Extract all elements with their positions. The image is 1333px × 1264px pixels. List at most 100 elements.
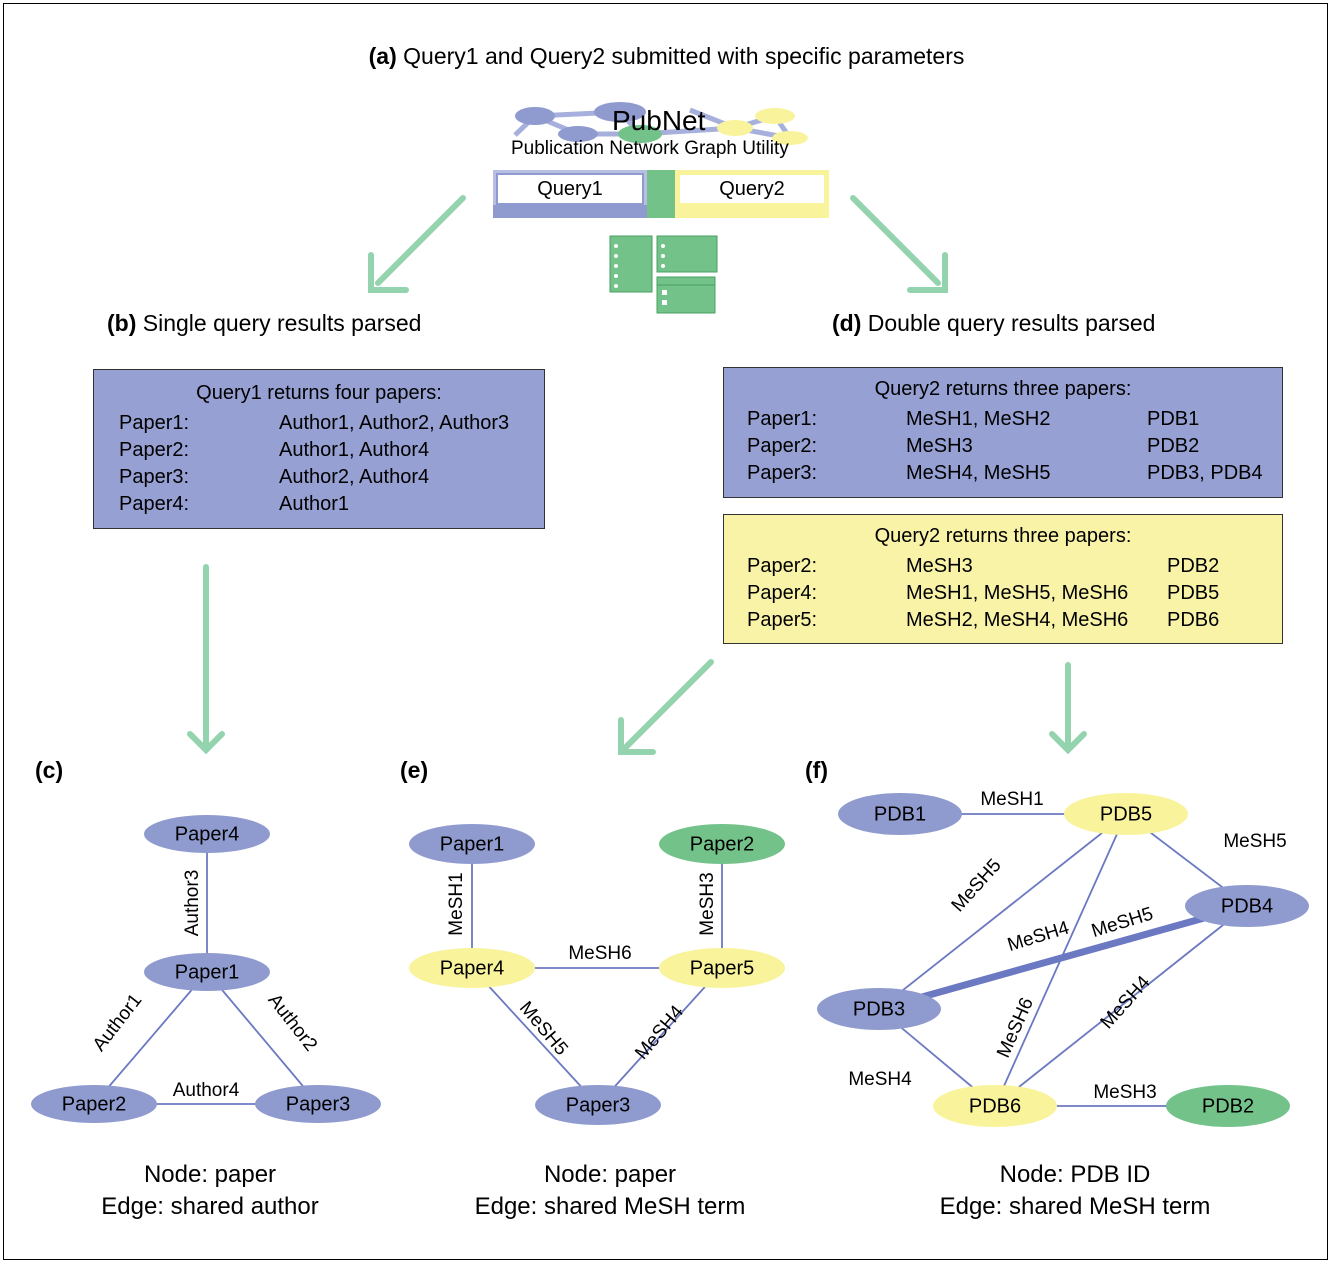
- results-row-pdb: PDB6: [1167, 609, 1220, 631]
- node-label: PDB3: [853, 998, 905, 1020]
- edge-label: MeSH4: [848, 1069, 912, 1090]
- results-row-paper: Paper4:: [119, 493, 190, 515]
- edge-label: MeSH5: [948, 855, 1006, 916]
- query2-results-box-1: Query2 returns three papers: Paper1: MeS…: [723, 367, 1283, 498]
- graph-node: [1166, 1085, 1290, 1127]
- query1-label: Query1: [537, 178, 603, 200]
- panel-f-letter: (f): [805, 757, 828, 783]
- panel-b-heading: (b) Single query results parsed: [107, 310, 421, 336]
- results-row-mesh: MeSH1, MeSH2: [906, 408, 1051, 430]
- edge-label: MeSH5: [515, 998, 572, 1060]
- pubnet-logo-subtitle: Publication Network Graph Utility: [511, 138, 789, 159]
- panel-c-caption-node: Node: paper: [143, 1161, 277, 1188]
- panel-a-letter: (a): [368, 43, 397, 69]
- query2-results-box-2: Query2 returns three papers: Paper2: MeS…: [723, 514, 1283, 644]
- arrow-d-to-f: [1049, 662, 1087, 755]
- panel-e-caption-node: Node: paper: [543, 1161, 677, 1188]
- node-label: Paper1: [175, 961, 240, 983]
- arrow-a-to-d: [850, 195, 948, 293]
- graph-node: [255, 1085, 381, 1123]
- edge-label: MeSH3: [1093, 1082, 1156, 1103]
- results-row-paper: Paper3:: [747, 462, 818, 484]
- graph-edge: [597, 967, 723, 1106]
- results-row-paper: Paper5:: [747, 609, 818, 631]
- query1-results-box: Query1 returns four papers: Paper1: Auth…: [93, 369, 545, 529]
- panel-c-caption-edge: Edge: shared author: [101, 1193, 319, 1220]
- results-row-mesh: MeSH3: [906, 555, 973, 577]
- graph-node: [1185, 885, 1309, 927]
- query2-label: Query2: [719, 178, 785, 200]
- query2-results-title: Query2 returns three papers:: [874, 378, 1132, 400]
- results-row-pdb: PDB5: [1167, 582, 1220, 604]
- panel-b-letter: (b): [107, 310, 137, 336]
- edge-label: MeSH3: [697, 872, 718, 935]
- node-label: PDB2: [1202, 1095, 1254, 1117]
- node-label: PDB6: [969, 1095, 1021, 1117]
- node-label: Paper4: [175, 823, 240, 845]
- graph-node: [409, 948, 535, 988]
- node-label: Paper2: [62, 1093, 127, 1115]
- edge-label: MeSH6: [568, 943, 631, 964]
- query2-results-title: Query2 returns three papers:: [874, 525, 1132, 547]
- edge-label: MeSH4: [631, 1001, 688, 1063]
- node-label: PDB1: [874, 803, 926, 825]
- results-row-paper: Paper1:: [747, 408, 818, 430]
- panel-f-caption-node: Node: PDB ID: [999, 1161, 1151, 1188]
- node-label: PDB4: [1221, 895, 1273, 917]
- results-row-authors: Author1, Author4: [279, 439, 430, 461]
- graph-edge: [994, 905, 1248, 1107]
- results-row-paper: Paper4:: [747, 582, 818, 604]
- graph-edge: [93, 971, 208, 1105]
- results-row-mesh: MeSH4, MeSH5: [906, 462, 1051, 484]
- results-row-authors: Author2, Author4: [279, 466, 430, 488]
- panel-c-letter: (c): [35, 757, 64, 783]
- panel-d-heading: (d) Double query results parsed: [832, 310, 1155, 336]
- pubnet-logo-title: PubNet: [612, 105, 706, 136]
- graph-node: [144, 815, 270, 853]
- node-label: Paper3: [286, 1093, 351, 1115]
- node-label: PDB5: [1100, 803, 1152, 825]
- results-row-paper: Paper3:: [119, 466, 190, 488]
- edge-label: MeSH5: [1223, 831, 1286, 852]
- panel-a-heading: (a) Query1 and Query2 submitted with spe…: [0, 43, 1333, 69]
- graph-node: [838, 793, 962, 835]
- graph-node: [535, 1085, 661, 1125]
- panel-f-caption-edge: Edge: shared MeSH term: [939, 1193, 1211, 1220]
- results-row-authors: Author1, Author2, Author3: [279, 412, 510, 434]
- edge-label: MeSH1: [446, 872, 467, 935]
- edge-label: MeSH6: [993, 995, 1038, 1061]
- panel-d-title: Double query results parsed: [867, 310, 1156, 336]
- graph-node: [144, 953, 270, 991]
- graph-node: [659, 948, 785, 988]
- graph-edge: [471, 967, 599, 1106]
- figure-frame: [3, 3, 1328, 1260]
- edge-label: Author4: [173, 1080, 240, 1101]
- graph-node: [817, 988, 941, 1030]
- edge-label: Author3: [182, 870, 203, 937]
- edge-label: Author1: [89, 990, 147, 1055]
- query1-results-title: Query1 returns four papers:: [196, 382, 442, 404]
- flow-arrows: [187, 195, 1087, 755]
- graph-edge: [878, 813, 1127, 1010]
- results-row-mesh: MeSH1, MeSH5, MeSH6: [906, 582, 1129, 604]
- node-label: Paper2: [690, 833, 755, 855]
- results-row-authors: Author1: [279, 493, 350, 515]
- results-row-pdb: PDB3, PDB4: [1147, 462, 1263, 484]
- results-row-paper: Paper2:: [747, 555, 818, 577]
- graph-edge: [206, 971, 319, 1105]
- results-row-mesh: MeSH3: [906, 435, 973, 457]
- panel-b-title: Single query results parsed: [142, 310, 422, 336]
- panel-e-letter: (e): [400, 757, 429, 783]
- arrow-a-to-b: [368, 195, 466, 293]
- panel-e-caption-edge: Edge: shared MeSH term: [474, 1193, 746, 1220]
- arrow-d-to-e: [618, 659, 714, 755]
- edge-label: MeSH1: [980, 789, 1043, 810]
- node-label: Paper1: [440, 833, 505, 855]
- results-row-pdb: PDB2: [1167, 555, 1220, 577]
- results-row-paper: Paper2:: [119, 439, 190, 461]
- graph-node: [31, 1085, 157, 1123]
- graph-node: [659, 824, 785, 864]
